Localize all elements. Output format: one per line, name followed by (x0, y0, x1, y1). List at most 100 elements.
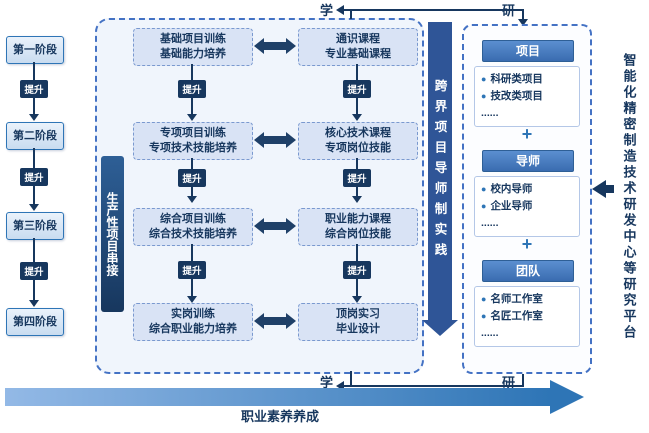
training-box-line: 综合项目训练 (160, 213, 226, 226)
panel-header-project: 项目 (482, 40, 574, 62)
list-item-label: 科研类项目 (490, 73, 543, 85)
bottom-learn-label: 学 (320, 375, 334, 390)
training-box-line: 专项项目训练 (160, 127, 226, 140)
improve-badge: 提升 (178, 261, 206, 279)
bottom-banner-arrowhead-icon (550, 380, 584, 414)
list-item: ●技改类项目 (481, 88, 573, 105)
cross-practice-arrowhead-icon (422, 320, 458, 336)
bullet-icon: ● (481, 184, 487, 194)
course-box-line: 专业基础课程 (325, 48, 391, 60)
down-arrow-icon (518, 19, 528, 26)
down-arrow-icon (187, 196, 197, 203)
training-box-line: 综合技术技能培养 (149, 228, 237, 240)
platform-label: 智能化精密制造技术研发中心等研究平台 (621, 53, 637, 341)
left-arrow-icon (336, 381, 344, 391)
course-box-3: 职业能力课程 综合岗位技能 (298, 208, 418, 246)
bottom-connector-rise (522, 373, 524, 386)
top-research-label: 研 (502, 3, 516, 18)
stage-box-1: 第一阶段 (6, 36, 64, 64)
course-box-line: 通识课程 (336, 33, 380, 46)
course-box-4: 顶岗实习 毕业设计 (298, 303, 418, 341)
double-arrow-icon (254, 38, 296, 54)
training-box-line: 专项技术技能培养 (149, 142, 237, 154)
list-item-label: ...... (481, 327, 499, 339)
down-arrow-icon (187, 296, 197, 303)
left-arrow-icon (592, 180, 606, 198)
list-item-label: ...... (481, 107, 499, 119)
production-project-link-label: 生产性项目串接 (105, 192, 119, 276)
course-box-line: 核心技术课程 (325, 127, 391, 140)
list-item-label: 校内导师 (490, 183, 533, 195)
research-panel: 项目 ●科研类项目 ●技改类项目 ...... + 导师 ●校内导师 ●企业导师… (462, 24, 592, 374)
panel-header-mentor: 导师 (482, 150, 574, 172)
improve-badge: 提升 (343, 80, 371, 98)
stage-box-3: 第三阶段 (6, 212, 64, 240)
double-arrow-icon (254, 132, 296, 148)
bullet-icon: ● (481, 201, 487, 211)
plus-icon: + (521, 234, 533, 254)
top-connector-stub (350, 10, 352, 19)
course-box-1: 通识课程 专业基础课程 (298, 28, 418, 66)
improve-badge: 提升 (20, 80, 48, 98)
plus-icon: + (521, 124, 533, 144)
list-item: ●科研类项目 (481, 71, 573, 88)
training-box-2: 专项项目训练 专项技术技能培养 (133, 122, 253, 160)
cross-practice-arrow: 跨界项目导师制实践 (428, 22, 452, 320)
improve-badge: 提升 (178, 80, 206, 98)
double-arrow-icon (254, 313, 296, 329)
course-box-line: 综合岗位技能 (325, 228, 391, 240)
list-item-label: 技改类项目 (490, 90, 543, 102)
platform-panel: 智能化精密制造技术研发中心等研究平台 (612, 36, 646, 358)
left-arrow-tail (606, 185, 614, 193)
list-item: ...... (481, 325, 573, 342)
bottom-connector-stub (350, 371, 352, 385)
training-box-line: 实岗训练 (171, 308, 215, 321)
list-item: ●企业导师 (481, 198, 573, 215)
down-arrow-icon (352, 196, 362, 203)
bottom-connector-line (344, 385, 524, 387)
training-box-4: 实岗训练 综合职业能力培养 (133, 303, 253, 341)
list-item: ●名师工作室 (481, 291, 573, 308)
down-arrow-icon (187, 114, 197, 121)
stage-box-2: 第二阶段 (6, 122, 64, 150)
improve-badge: 提升 (178, 169, 206, 187)
improve-badge: 提升 (343, 169, 371, 187)
bullet-icon: ● (481, 74, 487, 84)
course-box-line: 毕业设计 (336, 323, 380, 335)
course-box-line: 顶岗实习 (336, 308, 380, 321)
cross-practice-label: 跨界项目导师制实践 (432, 78, 447, 264)
course-box-line: 职业能力课程 (325, 213, 391, 226)
improve-badge: 提升 (20, 262, 48, 280)
bottom-research-label: 研 (502, 375, 516, 390)
bullet-icon: ● (481, 91, 487, 101)
training-box-line: 基础项目训练 (160, 33, 226, 46)
down-arrow-icon (29, 300, 39, 307)
training-box-1: 基础项目训练 基础能力培养 (133, 28, 253, 66)
list-item: ●名匠工作室 (481, 308, 573, 325)
training-box-line: 基础能力培养 (160, 48, 226, 60)
list-item-label: 企业导师 (490, 200, 533, 212)
down-arrow-icon (29, 114, 39, 121)
bullet-icon: ● (481, 311, 487, 321)
panel-header-team: 团队 (482, 260, 574, 282)
production-project-link-bar: 生产性项目串接 (101, 156, 124, 312)
list-item: ...... (481, 215, 573, 232)
training-box-line: 综合职业能力培养 (149, 323, 237, 335)
list-item: ●校内导师 (481, 181, 573, 198)
top-connector-drop (522, 10, 524, 20)
stage-box-4: 第四阶段 (6, 308, 64, 336)
training-box-3: 综合项目训练 综合技术技能培养 (133, 208, 253, 246)
down-arrow-icon (29, 204, 39, 211)
course-box-line: 专项岗位技能 (325, 142, 391, 154)
improve-badge: 提升 (20, 168, 48, 186)
down-arrow-icon (352, 114, 362, 121)
bullet-icon: ● (481, 294, 487, 304)
panel-items-project: ●科研类项目 ●技改类项目 ...... (474, 66, 580, 127)
improve-badge: 提升 (343, 261, 371, 279)
down-arrow-icon (352, 296, 362, 303)
list-item: ...... (481, 105, 573, 122)
list-item-label: ...... (481, 217, 499, 229)
bottom-banner-arrow (5, 388, 550, 406)
double-arrow-icon (254, 218, 296, 234)
